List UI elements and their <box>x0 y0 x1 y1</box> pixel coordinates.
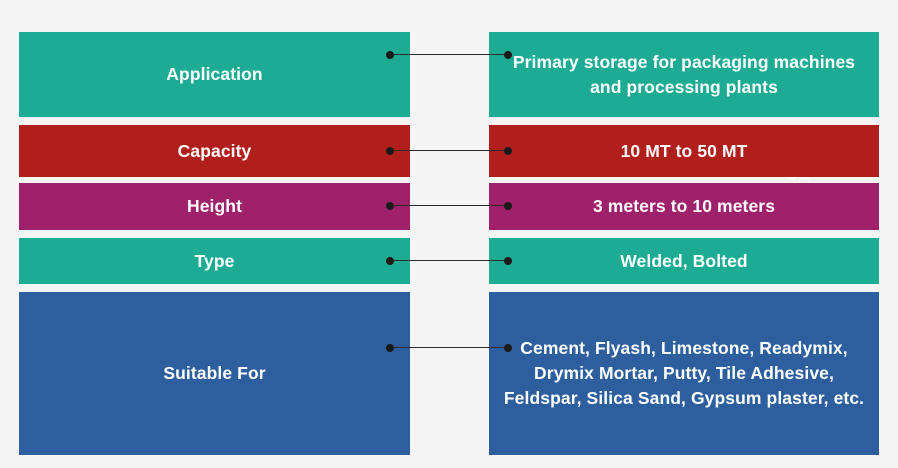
spec-label-cell: Application <box>19 32 410 117</box>
spec-value-cell: 10 MT to 50 MT <box>489 125 879 177</box>
spec-label-cell: Capacity <box>19 125 410 177</box>
spec-value-cell: Cement, Flyash, Limestone, Readymix, Dry… <box>489 292 879 455</box>
spec-label-cell: Suitable For <box>19 292 410 455</box>
spec-value-cell: 3 meters to 10 meters <box>489 183 879 230</box>
spec-label-cell: Height <box>19 183 410 230</box>
spec-value-cell: Primary storage for packaging machines a… <box>489 32 879 117</box>
spec-value-cell: Welded, Bolted <box>489 238 879 284</box>
spec-label-cell: Type <box>19 238 410 284</box>
